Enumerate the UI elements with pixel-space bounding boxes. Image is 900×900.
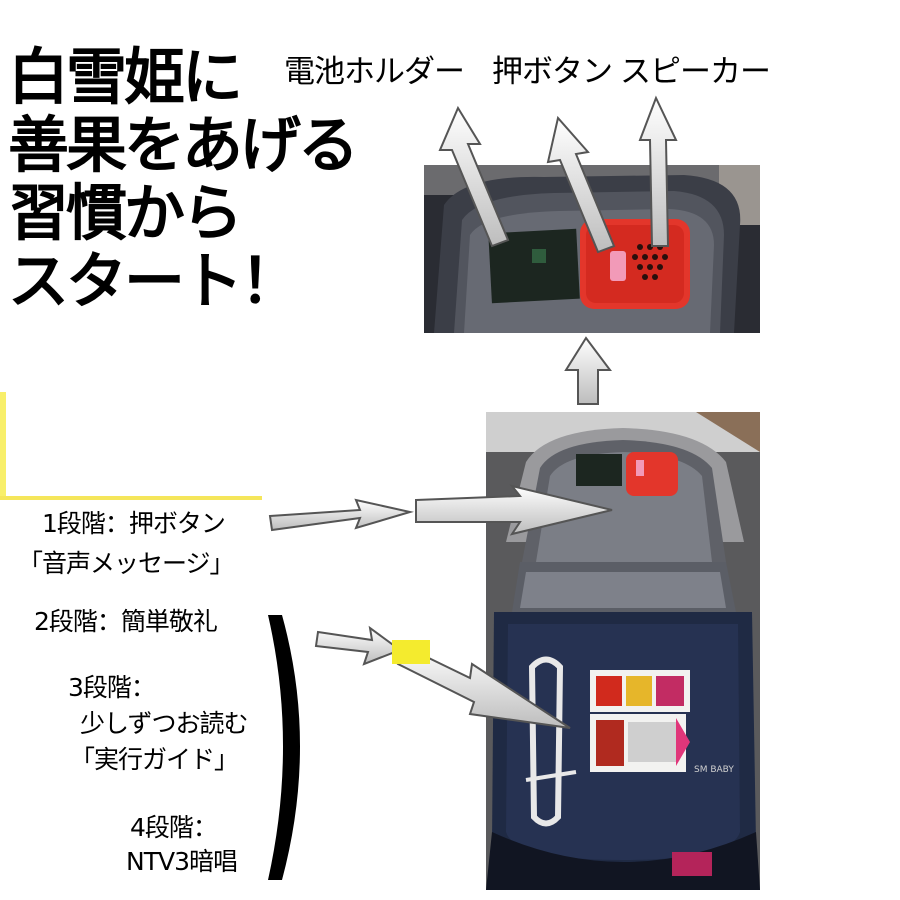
page-title: 白雪姫に 善果をあげる 習慣から スタート！	[8, 42, 359, 317]
arrow-icon-stage2	[314, 625, 403, 666]
arrow-icon-speaker	[638, 95, 678, 247]
arrow-icon-up	[564, 336, 612, 405]
title-line-2: 善果をあげる	[8, 110, 359, 181]
arrow-icon-stage1-long	[415, 484, 613, 536]
title-line-4: スタート！	[8, 246, 301, 317]
yellow-divider	[0, 496, 262, 500]
title-line-1: 白雪姫に	[8, 42, 243, 113]
title-line-3: 習慣から	[8, 178, 243, 249]
label-push-button: 押ボタン	[492, 54, 613, 90]
stage1-title: 1段階：押ボタン	[42, 509, 226, 538]
arrow-icon-battery	[438, 105, 510, 248]
stage4-detail: NTV3暗唱	[126, 847, 238, 876]
label-battery-holder: 電池ホルダー	[284, 54, 465, 90]
stage1-detail: 「音声メッセージ」	[18, 549, 235, 578]
arrow-icon-stage2-long	[396, 644, 571, 729]
yellow-accent-bar	[0, 392, 6, 500]
arrow-icon-stage1	[268, 498, 414, 532]
yellow-highlight	[392, 640, 430, 664]
bag-brand-text: SM BABY	[694, 765, 734, 775]
arrow-icon-button	[546, 115, 616, 254]
stage2-title: 2段階：簡単敬礼	[34, 607, 218, 636]
stage4-title: 4段階：	[130, 813, 218, 842]
battery-holder-image	[488, 228, 580, 304]
stage3-line2: 少しずつお読む	[80, 709, 249, 738]
stage-bracket	[268, 615, 300, 880]
stage3-line3: 「実行ガイド」	[70, 745, 239, 774]
stage3-title: 3段階：	[68, 673, 156, 702]
label-speaker: スピーカー	[620, 54, 771, 90]
